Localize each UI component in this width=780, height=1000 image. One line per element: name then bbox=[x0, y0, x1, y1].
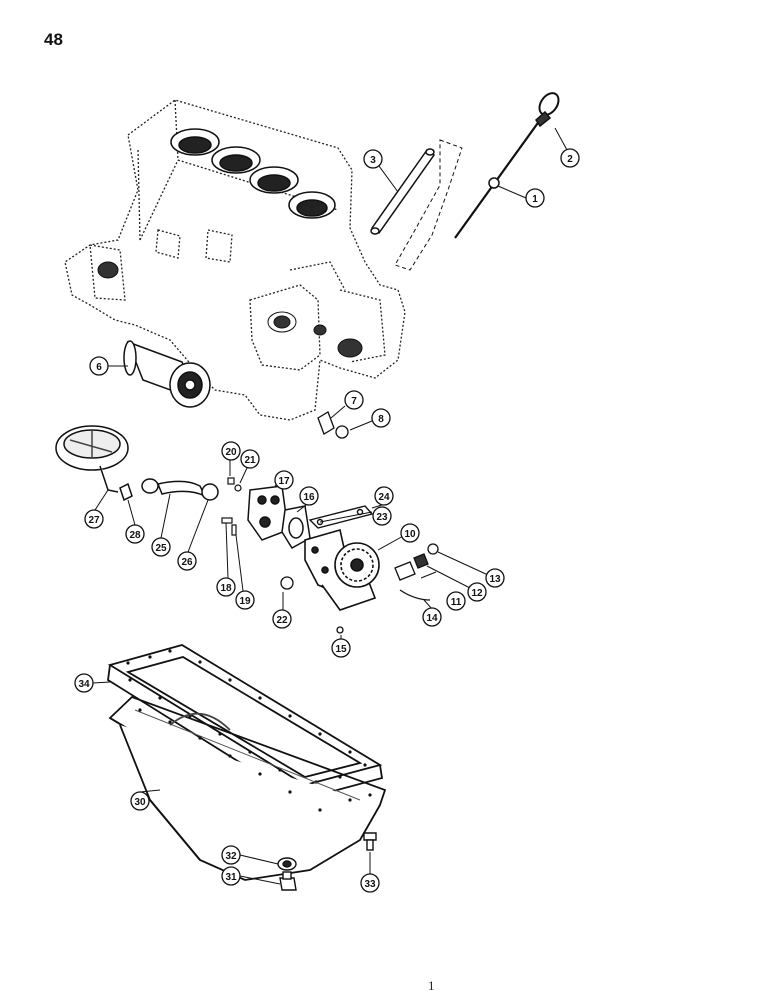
callout-label: 11 bbox=[451, 597, 462, 608]
callout-3: 3 bbox=[363, 149, 383, 169]
callout-19: 19 bbox=[235, 590, 255, 610]
oil-filter bbox=[123, 340, 211, 408]
pump-valve-parts bbox=[280, 543, 439, 634]
callout-10: 10 bbox=[400, 523, 420, 543]
callout-label: 13 bbox=[489, 574, 501, 585]
callout-28: 28 bbox=[125, 524, 145, 544]
callout-18: 18 bbox=[216, 577, 236, 597]
dipstick-tube bbox=[370, 139, 463, 271]
pump-mount-plate bbox=[308, 505, 374, 529]
callout-26: 26 bbox=[177, 551, 197, 571]
callout-30: 30 bbox=[130, 791, 150, 811]
callout-12: 12 bbox=[467, 582, 487, 602]
callout-label: 12 bbox=[471, 588, 483, 599]
pump-small-hardware bbox=[221, 477, 242, 536]
callout-label: 31 bbox=[225, 872, 237, 883]
callout-label: 24 bbox=[378, 492, 390, 503]
callout-label: 19 bbox=[239, 596, 251, 607]
callout-label: 10 bbox=[404, 529, 416, 540]
callout-label: 17 bbox=[278, 476, 290, 487]
callout-31: 31 bbox=[221, 866, 241, 886]
callout-16: 16 bbox=[299, 486, 319, 506]
pump-gasket bbox=[281, 505, 311, 550]
callout-label: 23 bbox=[376, 512, 388, 523]
callout-27: 27 bbox=[84, 509, 104, 529]
callout-25: 25 bbox=[151, 537, 171, 557]
callout-label: 33 bbox=[364, 879, 376, 890]
callout-label: 2 bbox=[567, 154, 573, 165]
oil-pump bbox=[304, 528, 380, 611]
page-number: 48 bbox=[44, 30, 63, 49]
callout-label: 14 bbox=[426, 613, 438, 624]
dipstick bbox=[454, 92, 560, 239]
callout-label: 25 bbox=[155, 543, 167, 554]
callout-6: 6 bbox=[89, 356, 109, 376]
pan-rim-holes bbox=[138, 708, 372, 812]
callout-21: 21 bbox=[240, 449, 260, 469]
callout-15: 15 bbox=[331, 638, 351, 658]
callout-label: 16 bbox=[303, 492, 315, 503]
callout-label: 18 bbox=[220, 583, 232, 594]
callout-label: 22 bbox=[276, 615, 288, 626]
callout-33: 33 bbox=[360, 873, 380, 893]
callout-14: 14 bbox=[422, 607, 442, 627]
callout-32: 32 bbox=[221, 845, 241, 865]
oil-pump-screen bbox=[55, 425, 129, 493]
drain-plug-parts bbox=[277, 832, 377, 891]
pickup-tube bbox=[119, 478, 219, 502]
cylinder-bores bbox=[170, 128, 336, 219]
callout-label: 21 bbox=[244, 455, 256, 466]
callout-label: 7 bbox=[351, 396, 357, 407]
callout-17: 17 bbox=[274, 470, 294, 490]
callout-label: 15 bbox=[335, 644, 347, 655]
callout-1: 1 bbox=[525, 188, 545, 208]
callout-11: 11 bbox=[446, 591, 466, 611]
callout-label: 27 bbox=[88, 515, 100, 526]
callout-23: 23 bbox=[372, 506, 392, 526]
callout-label: 6 bbox=[96, 362, 102, 373]
callout-label: 30 bbox=[134, 797, 146, 808]
engine-block bbox=[64, 99, 406, 421]
footer-mark: 1 bbox=[428, 978, 435, 993]
drain-fitting bbox=[317, 411, 349, 439]
callout-34: 34 bbox=[74, 673, 94, 693]
callout-label: 26 bbox=[181, 557, 193, 568]
callout-13: 13 bbox=[485, 568, 505, 588]
callout-label: 28 bbox=[129, 530, 141, 541]
callout-label: 32 bbox=[225, 851, 237, 862]
callout-22: 22 bbox=[272, 609, 292, 629]
callout-8: 8 bbox=[371, 408, 391, 428]
block-ports bbox=[97, 261, 363, 358]
callout-20: 20 bbox=[221, 441, 241, 461]
callout-label: 1 bbox=[532, 194, 538, 205]
callout-label: 34 bbox=[78, 679, 90, 690]
callout-2: 2 bbox=[560, 148, 580, 168]
pump-cover-plate bbox=[247, 485, 289, 541]
callout-label: 20 bbox=[225, 447, 237, 458]
oil-pan bbox=[108, 695, 387, 881]
callout-label: 3 bbox=[370, 155, 376, 166]
callout-label: 8 bbox=[378, 414, 384, 425]
callout-24: 24 bbox=[374, 486, 394, 506]
callout-7: 7 bbox=[344, 390, 364, 410]
